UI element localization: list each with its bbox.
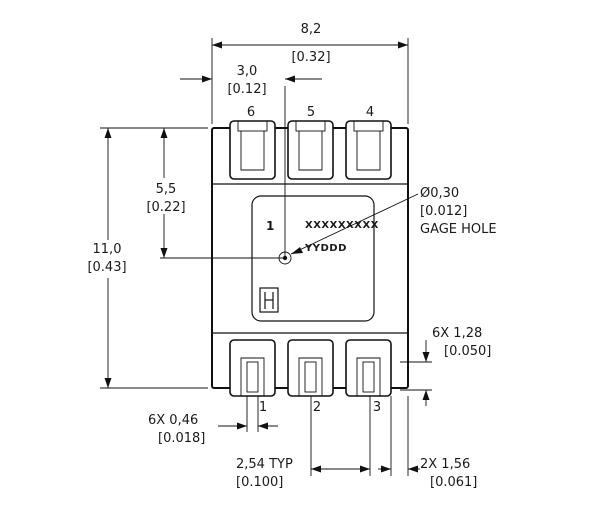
overall-height-imperial: [0.43]: [87, 260, 126, 275]
pin1-marker-text: 1: [266, 219, 274, 233]
gage-hole-callout: Ø0,30 [0.012] GAGE HOLE: [290, 186, 497, 255]
lead-pin-6: [229, 120, 276, 180]
pin-number-2: 2: [313, 400, 321, 415]
bottom-pin-numbers: 1 2 3: [259, 400, 381, 415]
pin-offset-metric: 3,0: [237, 64, 258, 79]
pad-length-metric: 6X 1,28: [432, 326, 482, 341]
center-lines: [160, 86, 286, 259]
overall-width-imperial: [0.32]: [291, 50, 330, 65]
overall-width-metric: 8,2: [301, 22, 322, 37]
marking-window-frame: [251, 195, 375, 322]
gage-hole-label: GAGE HOLE: [420, 222, 497, 237]
dim-lead-width: 6X 0,46 [0.018]: [148, 396, 278, 446]
dim-end-width: 2X 1,56 [0.061]: [378, 396, 477, 490]
lead-width-imperial: [0.018]: [158, 431, 205, 446]
gage-hole-imperial: [0.012]: [420, 204, 467, 219]
half-height-metric: 5,5: [156, 182, 177, 197]
dim-pin-offset: 3,0 [0.12]: [180, 64, 322, 97]
dim-pitch: 2,54 TYP [0.100]: [236, 396, 371, 490]
marking-code-text: XXXXXXXXX: [305, 220, 379, 231]
overall-height-metric: 11,0: [93, 242, 122, 257]
dim-pad-length: 6X 1,28 [0.050]: [400, 326, 491, 406]
pitch-imperial: [0.100]: [236, 475, 283, 490]
lead-pin-2: [287, 339, 334, 397]
dim-overall-height: 11,0 [0.43]: [87, 127, 208, 389]
lead-width-metric: 6X 0,46: [148, 413, 198, 428]
half-height-imperial: [0.22]: [146, 200, 185, 215]
lead-pin-5: [287, 120, 334, 180]
lead-pin-4: [345, 120, 392, 180]
end-width-imperial: [0.061]: [430, 475, 477, 490]
top-leads: [229, 120, 392, 180]
date-code-text: YYDDD: [304, 243, 347, 254]
top-pin-numbers: 6 5 4: [247, 105, 374, 120]
pitch-metric: 2,54 TYP: [236, 457, 293, 472]
pin-offset-imperial: [0.12]: [227, 82, 266, 97]
pin-number-6: 6: [247, 105, 255, 120]
bottom-leads: [229, 339, 392, 397]
pin-number-3: 3: [373, 400, 381, 415]
lead-pin-1: [229, 339, 276, 397]
pin-number-4: 4: [366, 105, 374, 120]
gage-hole-metric: Ø0,30: [420, 186, 459, 201]
manufacturer-logo-icon: [259, 287, 279, 313]
pad-length-imperial: [0.050]: [444, 344, 491, 359]
lead-pin-3: [345, 339, 392, 397]
pin-number-1: 1: [259, 400, 267, 415]
pin-number-5: 5: [307, 105, 315, 120]
end-width-metric: 2X 1,56: [420, 457, 470, 472]
dim-half-height: 5,5 [0.22]: [146, 128, 186, 258]
dim-overall-width: 8,2 [0.32]: [211, 22, 409, 124]
